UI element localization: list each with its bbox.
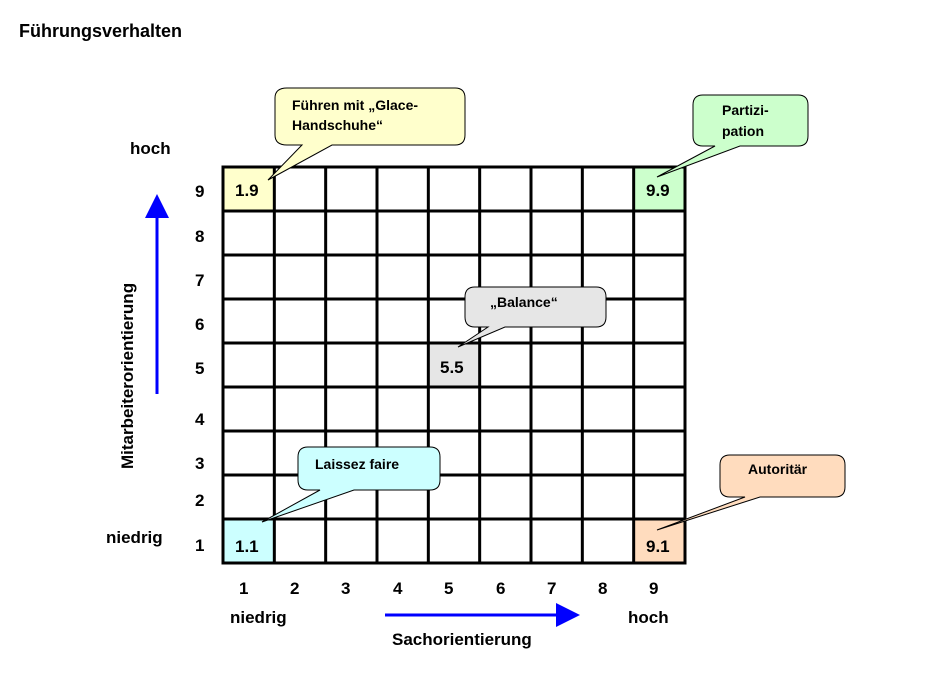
y-tick: 6 <box>195 315 204 334</box>
x-tick: 3 <box>341 579 350 598</box>
y-tick: 2 <box>195 491 204 510</box>
x-tick: 1 <box>239 579 248 598</box>
x-tick: 6 <box>496 579 505 598</box>
y-tick: 8 <box>195 227 204 246</box>
page-title: Führungsverhalten <box>19 21 182 41</box>
y-tick: 3 <box>195 454 204 473</box>
x-tick: 9 <box>649 579 658 598</box>
x-axis-low-label: niedrig <box>230 608 287 627</box>
y-tick: 9 <box>195 182 204 201</box>
callout-balance: „Balance“ <box>457 286 607 348</box>
y-axis-title: Mitarbeiterorientierung <box>118 283 137 469</box>
cell-5-5 <box>428 343 480 387</box>
y-tick: 1 <box>195 536 204 555</box>
svg-text:Laissez faire: Laissez faire <box>315 456 399 472</box>
y-tick: 7 <box>195 271 204 290</box>
y-axis-low-label: niedrig <box>106 528 163 547</box>
y-tick: 5 <box>195 359 204 378</box>
y-axis-ticks: 1 2 3 4 5 6 7 8 9 <box>195 182 205 555</box>
x-tick: 2 <box>290 579 299 598</box>
x-axis-high-label: hoch <box>628 608 669 627</box>
svg-text:„Balance“: „Balance“ <box>490 294 558 310</box>
x-tick: 5 <box>444 579 453 598</box>
callout-laissez-faire: Laissez faire <box>261 446 441 523</box>
cell-label-5-5: 5.5 <box>440 358 464 377</box>
cell-label-1-1: 1.1 <box>235 537 259 556</box>
svg-text:Handschuhe“: Handschuhe“ <box>292 117 383 133</box>
y-tick: 4 <box>195 410 205 429</box>
svg-text:Führen mit „Glace-: Führen mit „Glace- <box>292 97 418 113</box>
cell-1-9 <box>223 167 274 211</box>
x-tick: 7 <box>547 579 556 598</box>
x-tick: 8 <box>598 579 607 598</box>
svg-text:Partizi-: Partizi- <box>722 102 769 118</box>
callout-partizipation: Partizi- pation <box>656 94 809 178</box>
cell-label-9-9: 9.9 <box>646 181 670 200</box>
cell-9-9 <box>634 167 685 211</box>
svg-text:Autoritär: Autoritär <box>748 461 808 477</box>
x-tick: 4 <box>393 579 403 598</box>
x-axis-title: Sachorientierung <box>392 630 532 649</box>
cell-9-1 <box>634 519 685 563</box>
cell-label-9-1: 9.1 <box>646 537 670 556</box>
callout-glace-handschuhe: Führen mit „Glace- Handschuhe“ <box>267 87 466 181</box>
cell-1-1 <box>223 519 274 563</box>
cell-label-1-9: 1.9 <box>235 181 259 200</box>
callout-autoritaer: Autoritär <box>656 454 846 531</box>
x-axis-ticks: 1 2 3 4 5 6 7 8 9 <box>239 579 658 598</box>
y-axis-high-label: hoch <box>130 139 171 158</box>
svg-text:pation: pation <box>722 123 764 139</box>
